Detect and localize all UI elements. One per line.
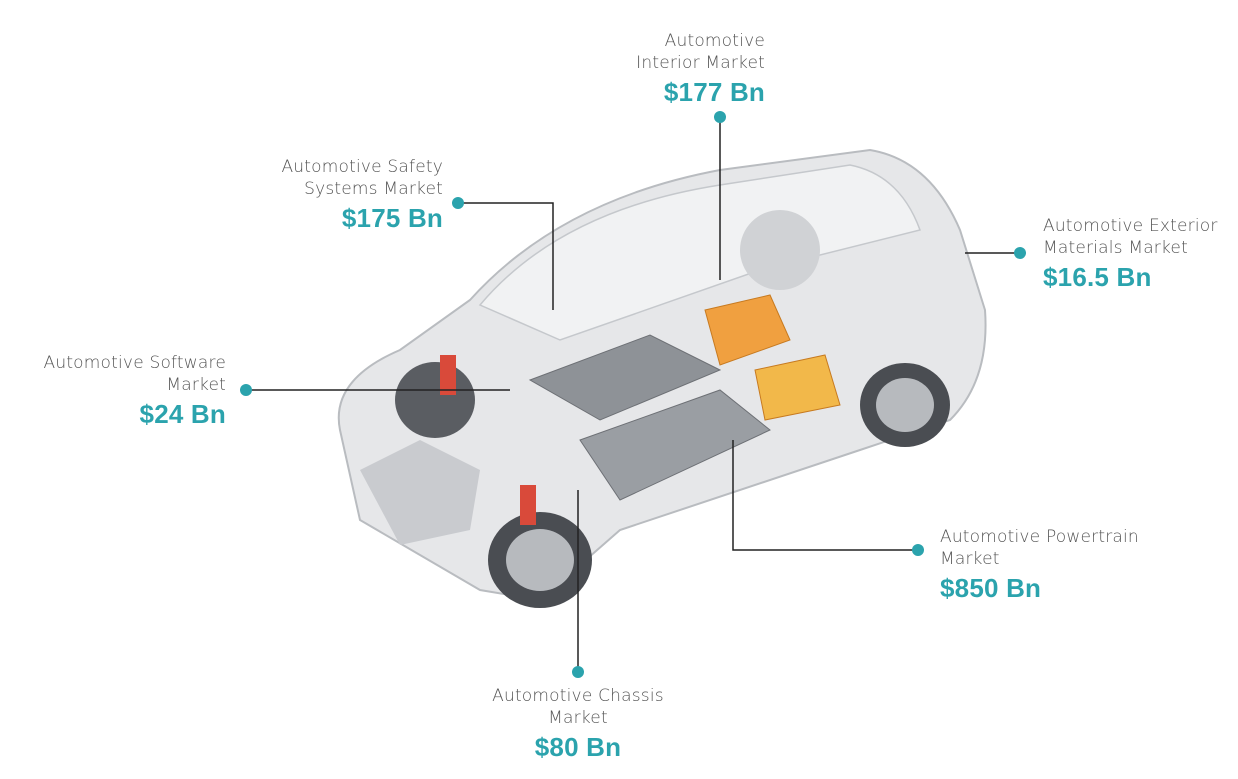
software-dot: [240, 384, 252, 396]
chassis-dot: [572, 666, 584, 678]
callout-label: Automotive Safety: [281, 157, 443, 177]
callout-value: $24 Bn: [139, 399, 226, 429]
safety-callout: Automotive Safety Systems Market $175 Bn: [281, 156, 443, 234]
exterior-dot: [1014, 247, 1026, 259]
exterior-callout: Automotive Exterior Materials Market $16…: [1043, 215, 1218, 293]
chassis-callout: Automotive Chassis Market $80 Bn: [458, 685, 698, 763]
callout-label: Automotive Powertrain: [940, 527, 1139, 547]
callout-label: Materials Market: [1043, 238, 1188, 258]
callout-label: Automotive: [664, 31, 765, 51]
callout-label: Automotive Exterior: [1043, 216, 1218, 236]
wheels: [395, 210, 950, 608]
interior-callout: Automotive Interior Market $177 Bn: [636, 30, 765, 108]
callout-label: Automotive Chassis: [492, 686, 664, 706]
callout-value: $850 Bn: [940, 573, 1042, 603]
callout-label: Automotive Software: [43, 353, 226, 373]
callout-label: Market: [548, 708, 608, 728]
callout-label: Market: [166, 375, 226, 395]
callout-label: Systems Market: [304, 179, 443, 199]
callout-value: $177 Bn: [663, 77, 765, 107]
callout-value: $175 Bn: [341, 203, 443, 233]
battery-pack: [528, 334, 771, 501]
callout-label: Interior Market: [636, 53, 765, 73]
springs: [440, 355, 536, 525]
callout-value: $80 Bn: [534, 732, 622, 762]
interior-dot: [714, 111, 726, 123]
callout-label: Market: [940, 549, 1000, 569]
orange-modules: [704, 294, 841, 421]
safety-dot: [452, 197, 464, 209]
powertrain-callout: Automotive Powertrain Market $850 Bn: [940, 526, 1139, 604]
powertrain-dot: [912, 544, 924, 556]
callout-value: $16.5 Bn: [1043, 262, 1152, 292]
software-callout: Automotive Software Market $24 Bn: [44, 352, 226, 430]
leader-lines: [240, 111, 1026, 678]
